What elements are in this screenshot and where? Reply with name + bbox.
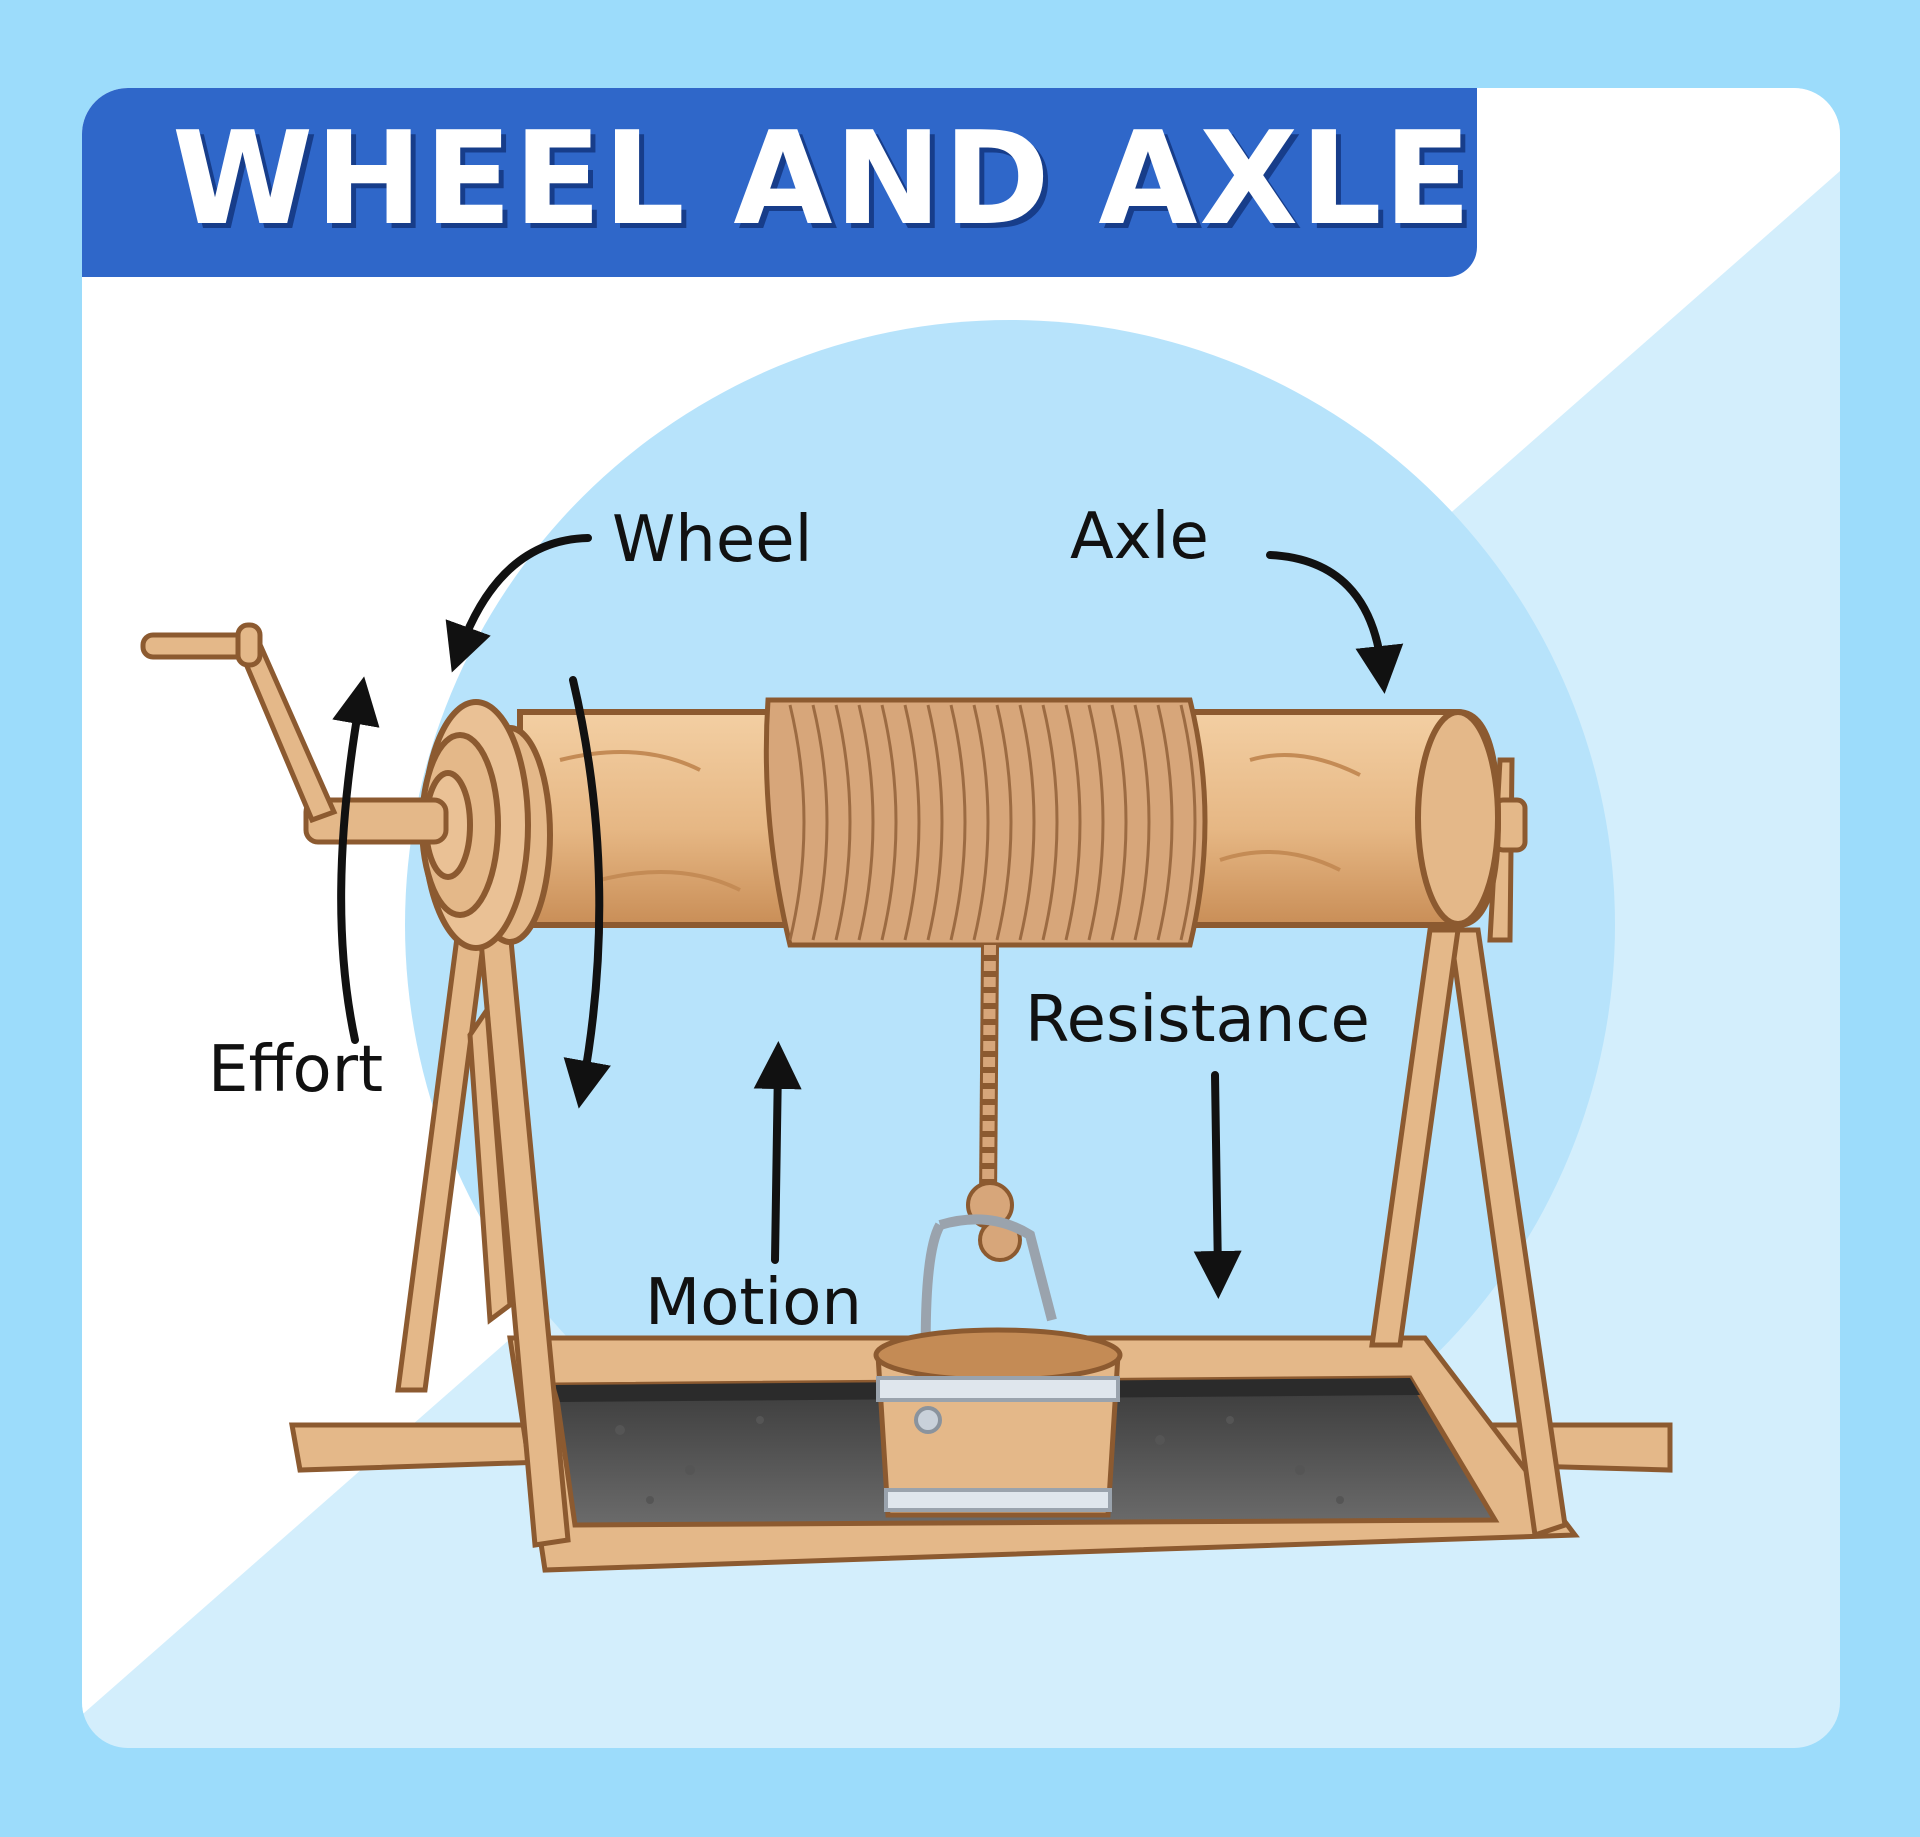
annotation-arrows: [332, 534, 1404, 1299]
rope-coil-strand: [1133, 704, 1151, 941]
rope-coil-strand: [811, 704, 829, 941]
wheel: [419, 699, 553, 951]
effort-label: Effort: [208, 1033, 384, 1107]
axle-label: Axle: [1070, 500, 1209, 574]
effort-arrow-up: [332, 676, 380, 1044]
crank-handle: [140, 622, 449, 845]
rope-coil-strand: [995, 704, 1013, 941]
wheel-label: Wheel: [612, 503, 813, 577]
right-support: [1369, 757, 1568, 1539]
resistance-arrow: [1193, 1071, 1242, 1299]
rope-coil-strand: [857, 704, 875, 941]
rope-coil-strand: [926, 704, 944, 941]
rope-coil-strand: [1110, 704, 1128, 941]
rope-coil-strand: [1064, 704, 1082, 941]
motion-label: Motion: [645, 1266, 862, 1340]
rope-coil-strand: [972, 704, 990, 941]
rope-coil-strand: [1041, 704, 1059, 941]
axle-arrow: [1266, 551, 1404, 694]
rope-coil-strand: [834, 704, 852, 941]
title-banner: [82, 88, 1477, 277]
rope-coil-strand: [788, 704, 806, 941]
rope-coil: [763, 697, 1208, 948]
rope-coil-strand: [1018, 704, 1036, 941]
resistance-label: Resistance: [1025, 983, 1370, 1057]
pit-texture: [615, 1416, 1344, 1504]
rope-coil-strand: [1087, 704, 1105, 941]
bucket: [873, 1214, 1123, 1518]
page-title: WHEEL AND AXLE: [172, 105, 1474, 254]
effort-arrow-down: [563, 676, 611, 1109]
rope-coil-strand: [880, 704, 898, 941]
wheel-arrow: [445, 534, 592, 673]
rope-coil-strand: [1179, 704, 1197, 941]
motion-arrow: [753, 1041, 802, 1264]
rope-coil-strand: [903, 704, 921, 941]
rope-coil-strand: [1156, 704, 1174, 941]
rope-coil-strand: [949, 704, 967, 941]
